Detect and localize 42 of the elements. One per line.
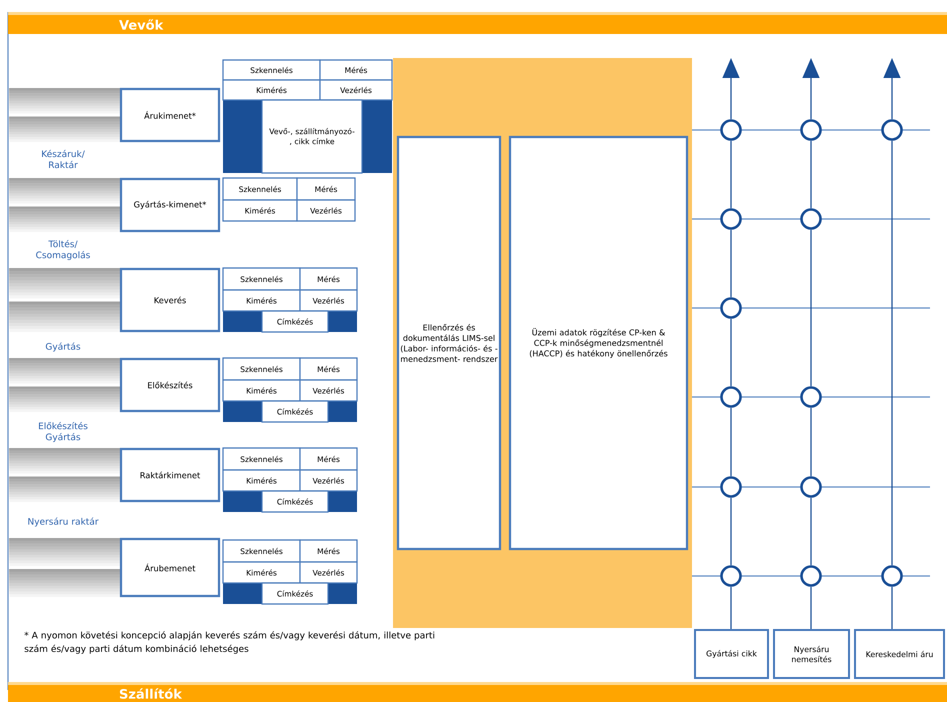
connector-line xyxy=(810,586,812,629)
junction-circle xyxy=(881,119,903,141)
junction-circle xyxy=(800,565,822,587)
junction-circle xyxy=(720,208,742,230)
stage-label: Gyártás xyxy=(46,342,80,352)
process-box: Raktárkimenet xyxy=(120,448,220,502)
junction-circle xyxy=(800,386,822,408)
process-box: Előkészítés xyxy=(120,358,220,412)
connector-line xyxy=(810,408,812,476)
junction-circle xyxy=(881,565,903,587)
connector-line xyxy=(730,140,732,208)
stage-label: Töltés/ Csomagolás xyxy=(36,240,90,260)
process-box: Árukimenet* xyxy=(120,88,220,142)
process-box: Árubemenet xyxy=(120,538,220,598)
connector-line xyxy=(891,140,893,566)
junction-circle xyxy=(800,119,822,141)
connector-line xyxy=(730,586,732,629)
connector-line xyxy=(730,318,732,386)
connector-line xyxy=(810,230,812,386)
junction-circle xyxy=(720,297,742,319)
system-box: Üzemi adatok rögzítése CP-ken & CCP-k minőségmenedzsmentnél (HACCP) és hatékony önellenőrzés xyxy=(508,136,688,550)
connector-line xyxy=(730,498,732,566)
stage-label: Előkészítés Gyártás xyxy=(38,422,88,442)
stage-label: Készáruk/ Raktár xyxy=(42,150,85,168)
junction-circle xyxy=(720,565,742,587)
header-band: Vevők xyxy=(8,15,947,34)
process-box: Keverés xyxy=(120,268,220,332)
connector-line xyxy=(891,586,893,629)
junction-circle xyxy=(720,386,742,408)
process-box: Gyártás-kimenet* xyxy=(120,178,220,232)
connector-line xyxy=(810,498,812,566)
connector-line xyxy=(810,140,812,208)
stage-label: Nyersáru raktár xyxy=(28,517,99,527)
junction-circle xyxy=(800,476,822,498)
junction-circle xyxy=(720,476,742,498)
footnote: * A nyomon követési koncepció alapján keverés szám és/vagy keverési dátum, illetve parti szám és/vagy parti dátum kombináció lehetséges xyxy=(24,631,434,654)
header-band: Szállítók xyxy=(8,685,947,702)
connector-line xyxy=(730,408,732,476)
connector-line xyxy=(730,230,732,298)
junction-circle xyxy=(800,208,822,230)
system-box: Ellenőrzés és dokumentálás LIMS-sel (Labor- információs- és - menedzsment- rendszer xyxy=(396,136,502,550)
junction-circle xyxy=(720,119,742,141)
